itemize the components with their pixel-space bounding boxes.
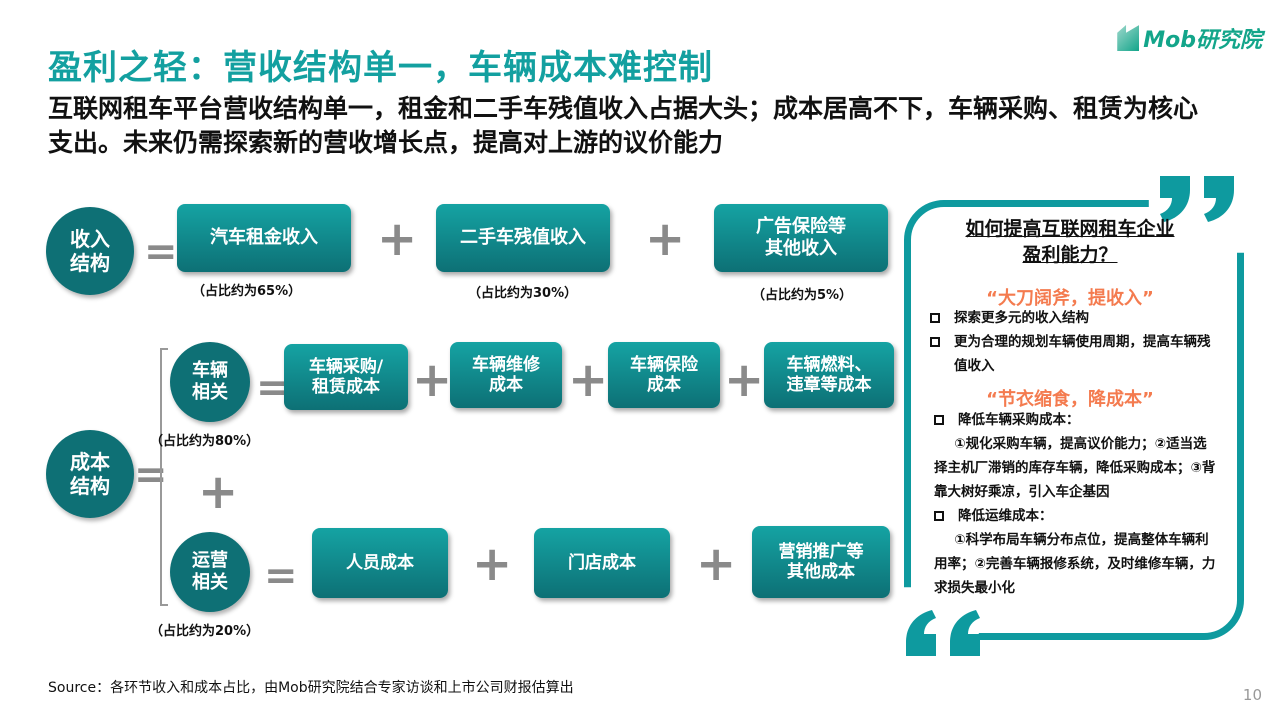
bullet-list-cost: 降低车辆采购成本： ①规化采购车辆，提高议价能力；②适当选择主机厂滞销的库存车辆…	[934, 408, 1218, 600]
bullet-text: 更为合理的规划车辆使用周期，提高车辆残值收入	[954, 334, 1211, 374]
cost-box-marketing: 营销推广等 其他成本	[752, 526, 890, 598]
page-title: 盈利之轻：营收结构单一，车辆成本难控制	[48, 48, 713, 88]
checkbox-square-icon	[930, 313, 940, 323]
panel-title: 如何提高互联网租车企业 盈利能力？	[965, 218, 1175, 266]
plus-sign: +	[568, 352, 609, 408]
logo-text: Mob研究院	[1143, 28, 1262, 53]
brace	[160, 348, 168, 606]
bullet-detail: ①科学布局车辆分布点位，提高整体车辆利用率；②完善车辆报修系统，及时维修车辆，力…	[934, 532, 1216, 596]
income-box-used-car: 二手车残值收入	[436, 204, 610, 272]
cost-box-maintenance: 车辆维修 成本	[450, 342, 562, 408]
page-subtitle: 互联网租车平台营收结构单一，租金和二手车残值收入占据大头；成本居高不下，车辆采购…	[48, 94, 1199, 157]
cost-box-purchase: 车辆采购/ 租赁成本	[284, 344, 408, 410]
income-share-rent: （占比约为65%）	[192, 284, 302, 299]
page-number: 10	[1242, 686, 1262, 704]
equals-sign: =	[144, 229, 178, 275]
plus-sign: +	[645, 211, 686, 267]
plus-sign: +	[472, 536, 513, 592]
bullet-item: 降低车辆采购成本：	[934, 408, 1218, 432]
income-box-other: 广告保险等 其他收入	[714, 204, 888, 272]
cost-box-insurance: 车辆保险 成本	[608, 342, 720, 408]
income-share-other: （占比约为5%）	[752, 288, 853, 303]
equals-sign: =	[256, 365, 290, 411]
income-share-used-car: （占比约为30%）	[468, 286, 578, 301]
bullet-item: 探索更多元的收入结构	[930, 306, 1220, 330]
logo-icon	[1117, 25, 1140, 51]
income-structure-circle: 收入 结构	[46, 207, 134, 295]
income-box-rent: 汽车租金收入	[177, 204, 351, 272]
section-reduce-cost: “节衣缩食，降成本”	[986, 389, 1154, 410]
plus-sign: +	[198, 464, 239, 520]
bullet-list-revenue: 探索更多元的收入结构 更为合理的规划车辆使用周期，提高车辆残值收入	[930, 306, 1220, 378]
open-quote-icon	[906, 610, 980, 656]
plus-sign: +	[724, 352, 765, 408]
ops-related-circle: 运营 相关	[170, 532, 250, 612]
cost-box-fuel: 车辆燃料、 违章等成本	[764, 342, 894, 408]
vehicle-related-circle: 车辆 相关	[170, 342, 250, 422]
cost-box-staff: 人员成本	[312, 528, 448, 598]
equals-sign: =	[264, 553, 298, 599]
plus-sign: +	[412, 352, 453, 408]
source-note: Source：各环节收入和成本占比，由Mob研究院结合专家访谈和上市公司财报估算…	[48, 680, 574, 696]
bullet-text: 降低运维成本：	[958, 508, 1053, 524]
checkbox-square-icon	[934, 415, 944, 425]
bullet-item: 降低运维成本：	[934, 504, 1218, 528]
bullet-detail: ①规化采购车辆，提高议价能力；②适当选择主机厂滞销的库存车辆，降低采购成本；③背…	[934, 436, 1216, 500]
ops-share: （占比约为20%）	[150, 624, 260, 639]
checkbox-square-icon	[934, 511, 944, 521]
checkbox-square-icon	[930, 337, 940, 347]
bullet-text: 探索更多元的收入结构	[954, 310, 1089, 326]
section-increase-revenue: “大刀阔斧，提收入”	[986, 288, 1154, 309]
plus-sign: +	[696, 536, 737, 592]
bullet-text: 降低车辆采购成本：	[958, 412, 1080, 428]
close-quote-icon	[1160, 176, 1234, 222]
plus-sign: +	[377, 211, 418, 267]
cost-structure-circle: 成本 结构	[46, 430, 134, 518]
bullet-item: 更为合理的规划车辆使用周期，提高车辆残值收入	[930, 330, 1220, 378]
cost-box-store: 门店成本	[534, 528, 670, 598]
logo: Mob研究院	[1117, 22, 1262, 54]
panel-frame	[904, 200, 1244, 640]
vehicle-share: （占比约为80%）	[150, 434, 260, 449]
